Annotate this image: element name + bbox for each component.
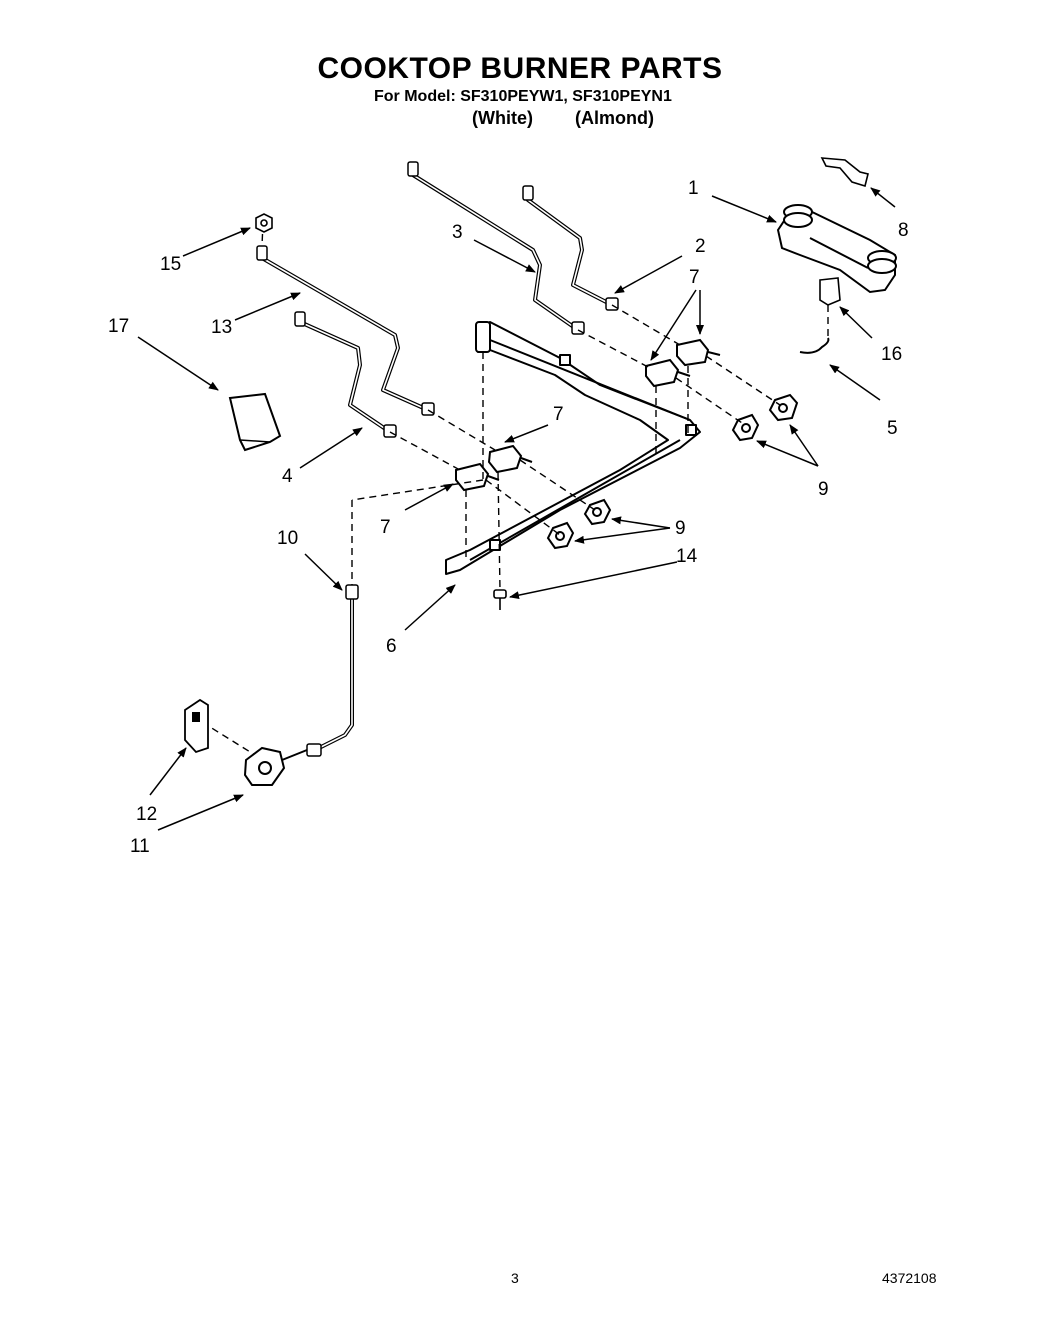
callout-14: 14 — [676, 546, 698, 567]
callout-3: 3 — [452, 222, 463, 243]
bracket-8 — [820, 157, 869, 188]
burner-tube-10 — [313, 596, 354, 752]
orifice-spud-c — [487, 444, 533, 474]
callout-9-middle: 9 — [675, 518, 686, 539]
orifice-spud-a — [676, 338, 721, 367]
callout-7-upper: 7 — [689, 267, 700, 288]
page-number: 3 — [511, 1270, 519, 1286]
document-number: 4372108 — [882, 1270, 937, 1286]
bracket-16 — [819, 277, 841, 306]
model-line: For Model: SF310PEYW1, SF310PEYN1 — [374, 88, 672, 105]
top-burner-assembly — [776, 204, 897, 294]
callout-2: 2 — [695, 236, 706, 257]
burner-base-3 — [583, 498, 612, 526]
callout-11: 11 — [130, 836, 150, 857]
callout-16: 16 — [881, 344, 902, 365]
manifold-rail — [445, 321, 701, 575]
callout-4: 4 — [282, 466, 293, 487]
callout-7-lower: 7 — [380, 517, 391, 538]
variant-white: (White) — [472, 108, 533, 128]
gas-tubes — [260, 173, 614, 752]
gas-valve-11 — [243, 746, 308, 786]
callout-6: 6 — [386, 636, 397, 657]
burner-tube-2 — [526, 198, 614, 307]
callout-13: 13 — [211, 317, 232, 338]
burner-base-1 — [768, 393, 799, 422]
screw-14 — [493, 589, 507, 610]
callout-numbers: 1 2 3 4 5 6 7 7 7 8 9 9 10 11 12 13 14 1… — [108, 178, 909, 857]
orifice-spud-d — [455, 462, 500, 492]
burner-tube-3 — [411, 173, 580, 332]
orifice-spuds — [455, 338, 721, 492]
tube-fittings — [256, 161, 619, 757]
callout-12: 12 — [136, 804, 157, 825]
wire-5 — [799, 337, 830, 354]
burner-tube-4 — [298, 320, 392, 434]
callout-8: 8 — [898, 220, 909, 241]
burner-tube-13 — [260, 256, 430, 412]
callout-10: 10 — [277, 528, 298, 549]
page-title: COOKTOP BURNER PARTS — [317, 52, 723, 85]
burner-base-4 — [546, 521, 575, 550]
callout-9-right: 9 — [818, 479, 829, 500]
callout-7-middle: 7 — [553, 404, 564, 425]
variant-almond: (Almond) — [575, 108, 654, 128]
callout-5: 5 — [887, 418, 898, 439]
callout-15: 15 — [160, 254, 181, 275]
assembly-lines — [201, 221, 829, 756]
screw-15 — [255, 213, 273, 233]
callout-17: 17 — [108, 316, 129, 337]
callout-1: 1 — [688, 178, 699, 199]
orifice-spud-b — [645, 358, 691, 388]
bracket-12 — [184, 698, 209, 754]
leader-arrows — [137, 187, 896, 831]
